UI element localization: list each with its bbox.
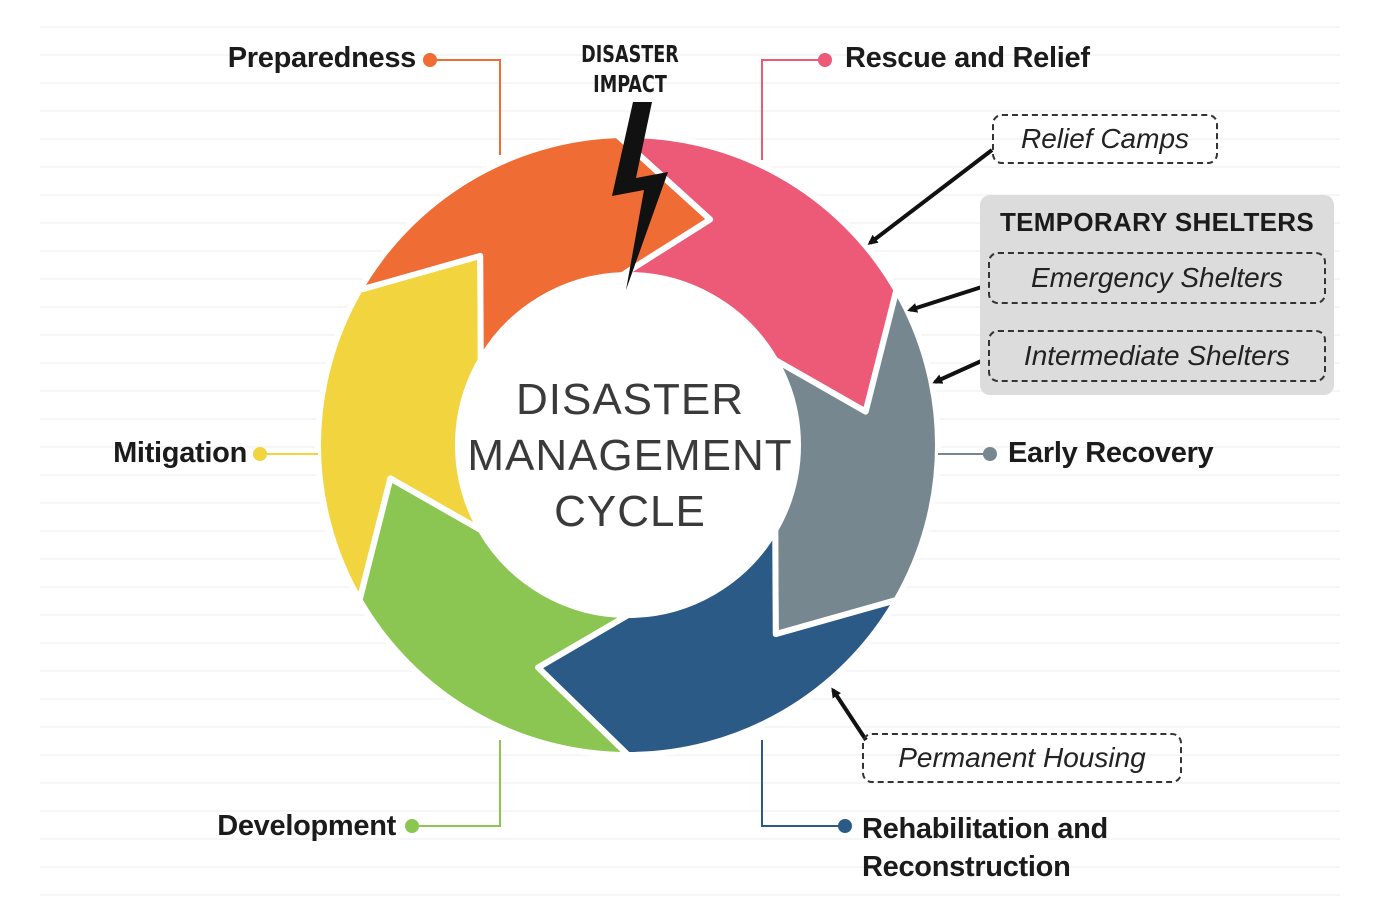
label-rescue-and-relief: Rescue and Relief bbox=[845, 42, 1090, 74]
disaster-impact-line2: IMPACT bbox=[593, 72, 667, 98]
callout-arrows bbox=[831, 148, 994, 742]
center-disc bbox=[460, 277, 796, 613]
connector-development-dot bbox=[405, 819, 419, 833]
connector-rescue-dot bbox=[818, 53, 832, 67]
connector-rescue bbox=[761, 59, 825, 160]
arrow-relief-camps bbox=[867, 148, 994, 245]
label-mitigation: Mitigation bbox=[113, 437, 247, 469]
connector-preparedness-dot bbox=[423, 53, 437, 67]
center-title-line2: MANAGEMENT bbox=[467, 431, 793, 480]
callout-emergency-shelters: Emergency Shelters bbox=[988, 252, 1326, 304]
disaster-impact-line1: DISASTER bbox=[581, 42, 679, 68]
callout-relief-camps: Relief Camps bbox=[992, 114, 1218, 164]
center-title-line1: DISASTER bbox=[515, 375, 745, 424]
label-early-recovery: Early Recovery bbox=[1008, 437, 1214, 469]
center-title: DISASTER MANAGEMENT CYCLE bbox=[460, 372, 800, 540]
arrow-intermediate-shelters bbox=[932, 356, 989, 384]
connector-mitigation-dot bbox=[253, 447, 267, 461]
callout-intermediate-shelters: Intermediate Shelters bbox=[988, 330, 1326, 382]
arrow-emergency-shelters bbox=[907, 283, 989, 313]
connector-lines bbox=[253, 53, 997, 833]
center-title-line3: CYCLE bbox=[554, 487, 706, 536]
label-preparedness: Preparedness bbox=[227, 42, 417, 74]
label-rehabilitation-line2: Reconstruction bbox=[862, 851, 1071, 883]
connector-rehabilitation bbox=[761, 740, 845, 827]
connector-development bbox=[412, 740, 501, 827]
arrow-permanent-housing bbox=[831, 687, 868, 742]
label-rehabilitation-line1: Rehabilitation and bbox=[862, 813, 1108, 845]
connector-rehabilitation-dot bbox=[838, 819, 852, 833]
disaster-impact-label: DISASTER IMPACT bbox=[571, 40, 690, 100]
connector-early-recovery-dot bbox=[983, 447, 997, 461]
temporary-shelters-panel: TEMPORARY SHELTERS bbox=[980, 195, 1334, 395]
lightning-bolt-icon bbox=[612, 102, 668, 290]
label-development: Development bbox=[217, 810, 396, 842]
callout-permanent-housing: Permanent Housing bbox=[862, 733, 1182, 783]
label-rehabilitation: Rehabilitation and Reconstruction bbox=[862, 810, 1108, 886]
temporary-shelters-title: TEMPORARY SHELTERS bbox=[999, 207, 1315, 237]
connector-preparedness bbox=[430, 59, 501, 155]
